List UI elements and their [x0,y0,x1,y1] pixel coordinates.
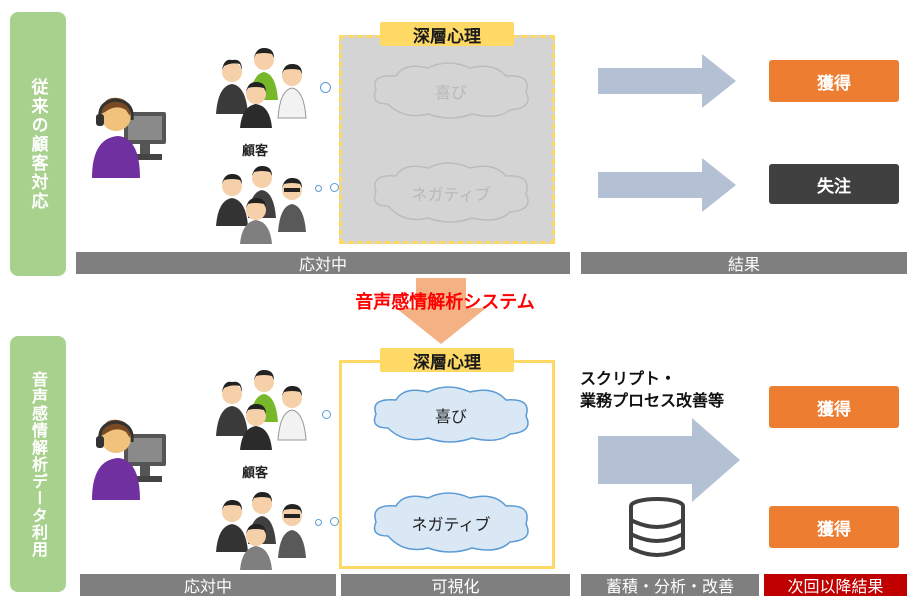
arrow-right-icon [598,158,736,212]
result-win-badge: 獲得 [769,60,899,102]
thought-dot-icon [330,517,339,526]
improvement-note: スクリプト・ 業務プロセス改善等 [580,368,724,412]
operator-icon [92,419,166,500]
arrow-right-icon [598,418,740,502]
phase-bar-visualize: 可視化 [341,574,570,596]
thought-dot-icon [315,185,322,192]
database-icon [629,497,685,557]
deep-psychology-box-hidden [339,35,555,244]
deep-psychology-tag: 深層心理 [380,348,514,373]
customer-label: 顧客 [242,466,269,481]
customer-group-icon [216,166,306,244]
phase-bar-analyze: 蓄積・分析・改善 [581,574,759,596]
result-loss-badge: 失注 [769,164,899,204]
improvement-line-1: スクリプト・ [580,369,677,388]
cloud-negative-text: ネガティブ [411,515,491,534]
operator-icon [92,97,166,178]
thought-dot-icon [315,519,322,526]
customer-label: 顧客 [242,144,269,159]
arrow-down-icon [396,278,486,344]
thought-dot-icon [322,410,331,419]
arrow-right-icon [598,54,736,108]
customer-group-icon [216,48,307,128]
thought-dot-icon [330,183,339,192]
phase-bar-next-result: 次回以降結果 [764,574,907,596]
phase-bar-responding: 応対中 [80,574,336,596]
result-win-badge: 獲得 [769,506,899,548]
phase-bar-responding: 応対中 [76,252,570,274]
cloud-negative-icon [373,492,529,553]
result-win-badge: 獲得 [769,386,899,428]
side-label-traditional: 従来の顧客対応 [10,12,66,276]
cloud-negative-icon [373,162,529,223]
transition-label: 音声感情解析システム [355,292,535,313]
thought-dot-icon [320,82,331,93]
customer-group-icon [216,370,307,450]
customer-group-icon [216,492,306,570]
cloud-joy-text: 喜び [434,83,467,102]
cloud-joy-icon [373,386,529,443]
side-label-emotion-analysis: 音声感情解析データ利用 [10,336,66,592]
cloud-joy-icon [373,62,529,119]
deep-psychology-tag: 深層心理 [380,22,514,47]
phase-bar-result: 結果 [581,252,907,274]
cloud-joy-text: 喜び [434,407,467,426]
cloud-negative-text: ネガティブ [411,185,491,204]
improvement-line-2: 業務プロセス改善等 [580,391,725,410]
